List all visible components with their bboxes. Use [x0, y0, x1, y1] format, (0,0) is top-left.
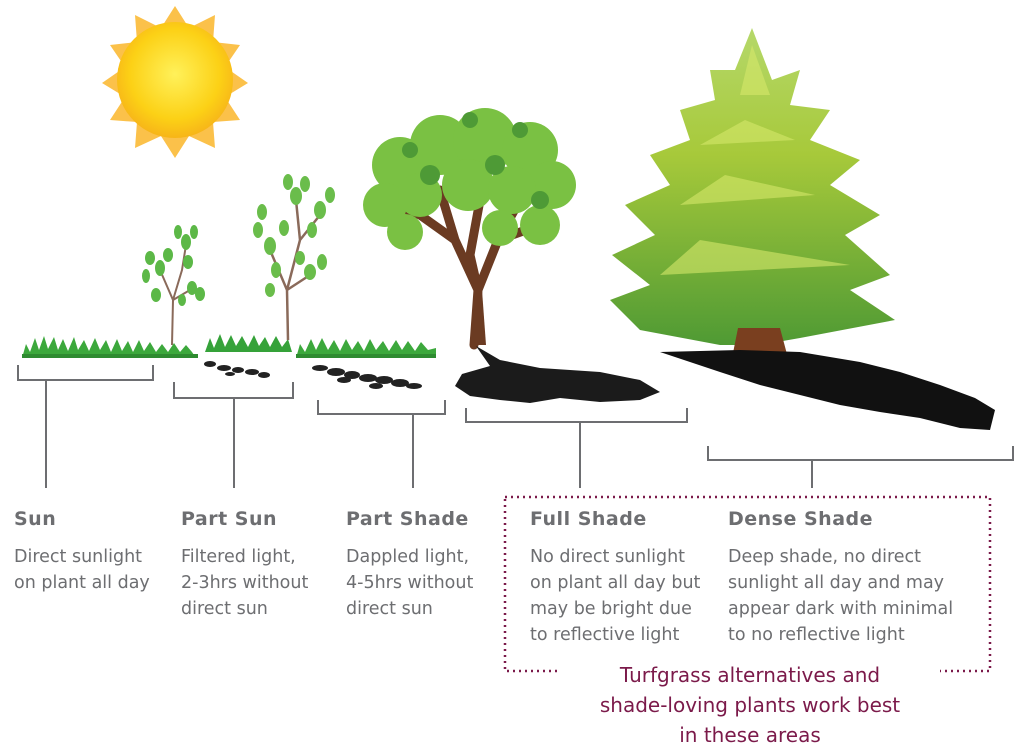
- category-description: No direct sunlight on plant all day but …: [530, 547, 701, 645]
- category-part-shade: Part Shade Dappled light, 4-5hrs without…: [346, 508, 506, 622]
- grass-strip: [22, 334, 436, 358]
- category-part-sun: Part Sun Filtered light, 2-3hrs without …: [181, 508, 341, 622]
- tree-shadow: [455, 346, 660, 403]
- pine-tree-icon: [610, 28, 895, 358]
- callout-text: Turfgrass alternatives and shade-loving …: [560, 660, 940, 750]
- sun-bracket: [17, 365, 154, 488]
- dappled-shadow: [204, 361, 422, 389]
- category-title: Part Shade: [346, 508, 469, 530]
- category-description: Direct sunlight on plant all day: [14, 547, 150, 593]
- sapling-icon: [142, 225, 205, 346]
- category-dense-shade: Dense Shade Deep shade, no direct sunlig…: [728, 508, 988, 648]
- category-title: Dense Shade: [728, 508, 874, 530]
- deciduous-tree-icon: [363, 108, 576, 350]
- category-title: Sun: [14, 508, 57, 530]
- full-shade-bracket: [465, 408, 688, 488]
- category-description: Dappled light, 4-5hrs without direct sun: [346, 547, 474, 619]
- category-title: Part Sun: [181, 508, 278, 530]
- category-sun: Sun Direct sunlight on plant all day: [14, 508, 174, 596]
- part-shade-bracket: [317, 400, 446, 488]
- pine-shadow: [660, 350, 995, 430]
- category-full-shade: Full Shade No direct sunlight on plant a…: [530, 508, 725, 648]
- dense-shade-bracket: [707, 446, 1014, 488]
- category-description: Filtered light, 2-3hrs without direct su…: [181, 547, 309, 619]
- category-description: Deep shade, no direct sunlight all day a…: [728, 547, 954, 645]
- young-tree-icon: [253, 174, 335, 341]
- part-sun-bracket: [173, 382, 294, 488]
- category-title: Full Shade: [530, 508, 647, 530]
- sun-icon: [102, 6, 248, 158]
